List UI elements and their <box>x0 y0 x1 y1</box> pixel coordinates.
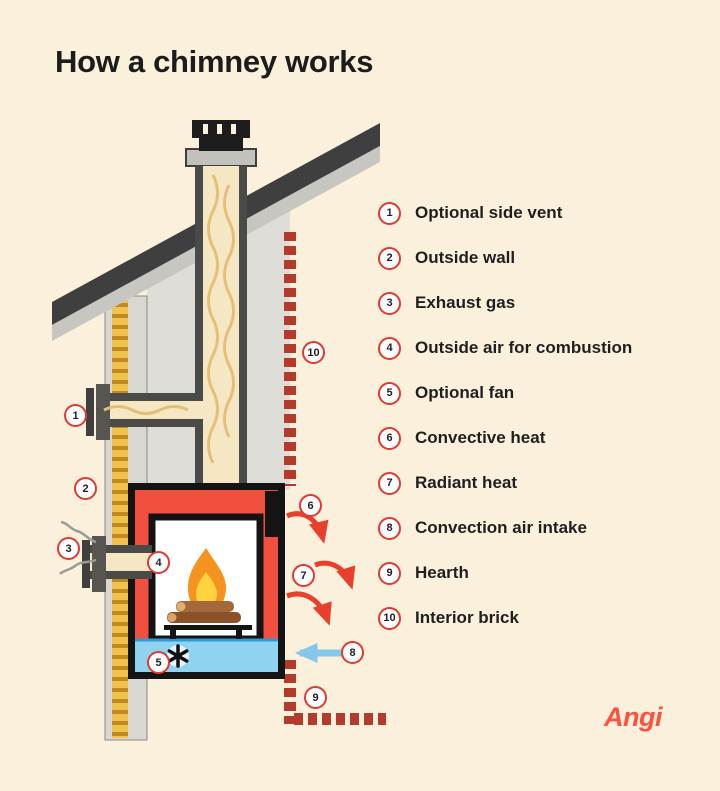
diagram-badge-5: 5 <box>147 651 170 674</box>
legend-item-10: 10 Interior brick <box>378 606 632 630</box>
legend-badge-6: 6 <box>378 426 401 450</box>
radiant-heat-arrow <box>314 560 356 590</box>
page-title: How a chimney works <box>55 44 374 79</box>
diagram-badge-9: 9 <box>304 686 327 709</box>
legend-badge-8: 8 <box>378 516 401 540</box>
flame <box>188 548 226 614</box>
legend-item-9: 9 Hearth <box>378 561 632 585</box>
heat-arrows <box>285 511 356 626</box>
legend-badge-1: 1 <box>378 201 401 225</box>
legend-label-3: Exhaust gas <box>415 293 516 312</box>
hearth-bricks <box>284 660 386 725</box>
convective-heat-arrow <box>285 511 329 544</box>
legend-label-2: Outside wall <box>415 248 516 267</box>
diagram-badge-10: 10 <box>302 341 325 364</box>
legend-badge-5: 5 <box>378 381 401 405</box>
legend-label-6: Convective heat <box>415 428 546 447</box>
legend-badge-3: 3 <box>378 291 401 315</box>
fan-icon <box>167 644 189 668</box>
diagram-badge-4: 4 <box>147 551 170 574</box>
legend-label-10: Interior brick <box>415 608 519 627</box>
legend-label-8: Convection air intake <box>415 518 587 537</box>
legend-label-5: Optional fan <box>415 383 515 402</box>
diagram-badge-2: 2 <box>74 477 97 500</box>
fireplace <box>128 483 285 679</box>
legend-badge-7: 7 <box>378 471 401 495</box>
legend-item-6: 6 Convective heat <box>378 426 632 450</box>
diagram-badge-8: 8 <box>341 641 364 664</box>
chimney-collar <box>185 148 257 167</box>
legend-item-8: 8 Convection air intake <box>378 516 632 540</box>
diagram-badge-6: 6 <box>299 494 322 517</box>
diagram-badge-7: 7 <box>292 564 315 587</box>
legend-item-2: 2 Outside wall <box>378 246 632 270</box>
legend-item-4: 4 Outside air for combustion <box>378 336 632 360</box>
legend-item-3: 3 Exhaust gas <box>378 291 632 315</box>
combustion-air-pipe <box>82 536 152 592</box>
angi-logo: Angi <box>604 702 663 732</box>
exhaust-gas-squiggles <box>59 520 97 575</box>
legend-badge-9: 9 <box>378 561 401 585</box>
exhaust-smoke <box>103 174 235 464</box>
legend-badge-4: 4 <box>378 336 401 360</box>
convective-channel <box>265 491 278 537</box>
legend-label-1: Optional side vent <box>415 203 563 222</box>
legend-list: 1 Optional side vent 2 Outside wall 3 Ex… <box>378 201 632 630</box>
diagram-badge-1: 1 <box>64 404 87 427</box>
legend-label-9: Hearth <box>415 563 469 582</box>
legend-badge-10: 10 <box>378 606 401 630</box>
logs <box>164 601 252 639</box>
legend-badge-2: 2 <box>378 246 401 270</box>
legend-item-1: 1 Optional side vent <box>378 201 632 225</box>
side-vent-pipe <box>86 384 239 440</box>
legend-label-4: Outside air for combustion <box>415 338 633 357</box>
legend-label-7: Radiant heat <box>415 473 518 492</box>
legend-item-5: 5 Optional fan <box>378 381 632 405</box>
diagram-badge-3: 3 <box>57 537 80 560</box>
radiant-heat-arrow-2 <box>286 591 332 626</box>
chimney-stack <box>86 120 257 487</box>
legend-item-7: 7 Radiant heat <box>378 471 632 495</box>
